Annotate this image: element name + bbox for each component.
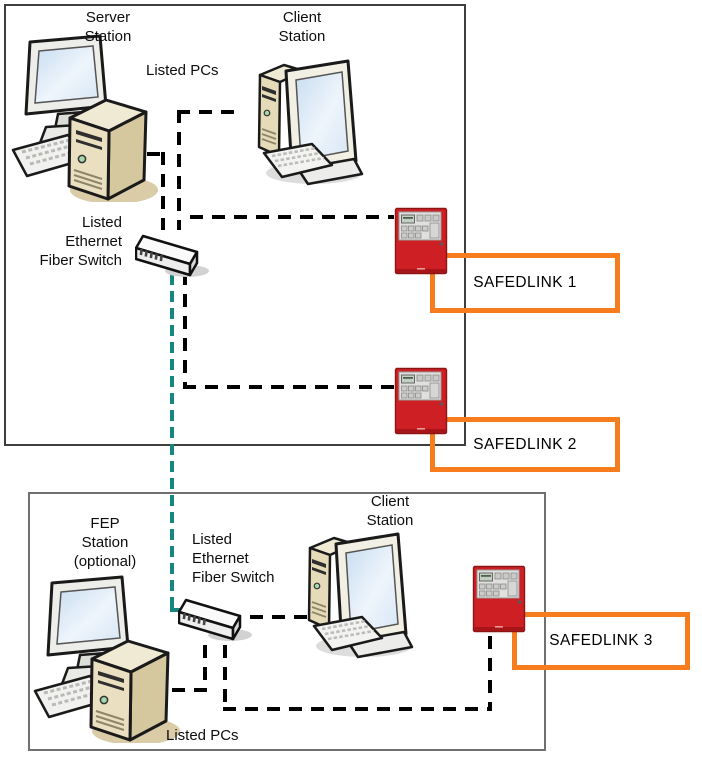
safedlink-2-label: SAFEDLINK 2 xyxy=(473,435,577,453)
client-to-switch-line-h xyxy=(177,110,237,114)
safedlink-1-box: SAFEDLINK 1 xyxy=(430,253,620,313)
switch-to-panel2-line-v xyxy=(183,272,187,388)
server-station-computer xyxy=(10,32,160,202)
fiber-switch-bottom xyxy=(178,590,258,645)
client-to-switch-line-v xyxy=(177,110,181,230)
safedlink-1-label: SAFEDLINK 1 xyxy=(473,274,577,291)
safedlink-3-box: SAFEDLINK 3 xyxy=(512,612,690,670)
client-station-computer-bottom xyxy=(298,528,418,660)
fiber-switch-label-bottom: Listed Ethernet Fiber Switch xyxy=(192,531,275,586)
switch-to-panel1-line xyxy=(190,215,394,219)
fiber-link-line-v xyxy=(170,274,174,610)
top-group-box xyxy=(4,4,466,446)
panel3-drop-line xyxy=(488,636,492,711)
switch-to-fep-line-v xyxy=(203,645,207,691)
server-station-label: Server Station xyxy=(84,9,132,45)
switch-to-fep-line-h xyxy=(172,688,207,692)
server-to-switch-line-h xyxy=(147,152,165,156)
safedlink-1-panel xyxy=(394,207,448,275)
switch-to-panel2-line-h xyxy=(183,385,394,389)
fep-station-label: FEP Station (optional) xyxy=(73,515,137,570)
client-station-computer-top xyxy=(248,55,368,187)
listed-pcs-label-bottom: Listed PCs xyxy=(166,727,239,744)
switch-to-panel3-line-h xyxy=(223,707,492,711)
fiber-switch-label-top: Listed Ethernet Fiber Switch xyxy=(39,214,122,269)
fiber-switch-top xyxy=(135,226,215,281)
safedlink-3-label: SAFEDLINK 3 xyxy=(549,632,653,649)
safedlink-3-panel xyxy=(472,565,526,633)
client-station-label-bottom: Client Station xyxy=(366,493,414,529)
switch-to-client-line xyxy=(250,615,318,619)
safedlink-2-panel xyxy=(394,367,448,435)
bottom-group-box xyxy=(28,492,546,751)
safedlink-2-box: SAFEDLINK 2 xyxy=(430,417,620,472)
client-station-label-top: Client Station xyxy=(278,9,326,45)
fep-station-computer xyxy=(32,573,182,743)
listed-pcs-label-top: Listed PCs xyxy=(146,62,219,79)
switch-to-panel3-line-v xyxy=(223,645,227,711)
server-to-switch-line-v xyxy=(161,152,165,230)
